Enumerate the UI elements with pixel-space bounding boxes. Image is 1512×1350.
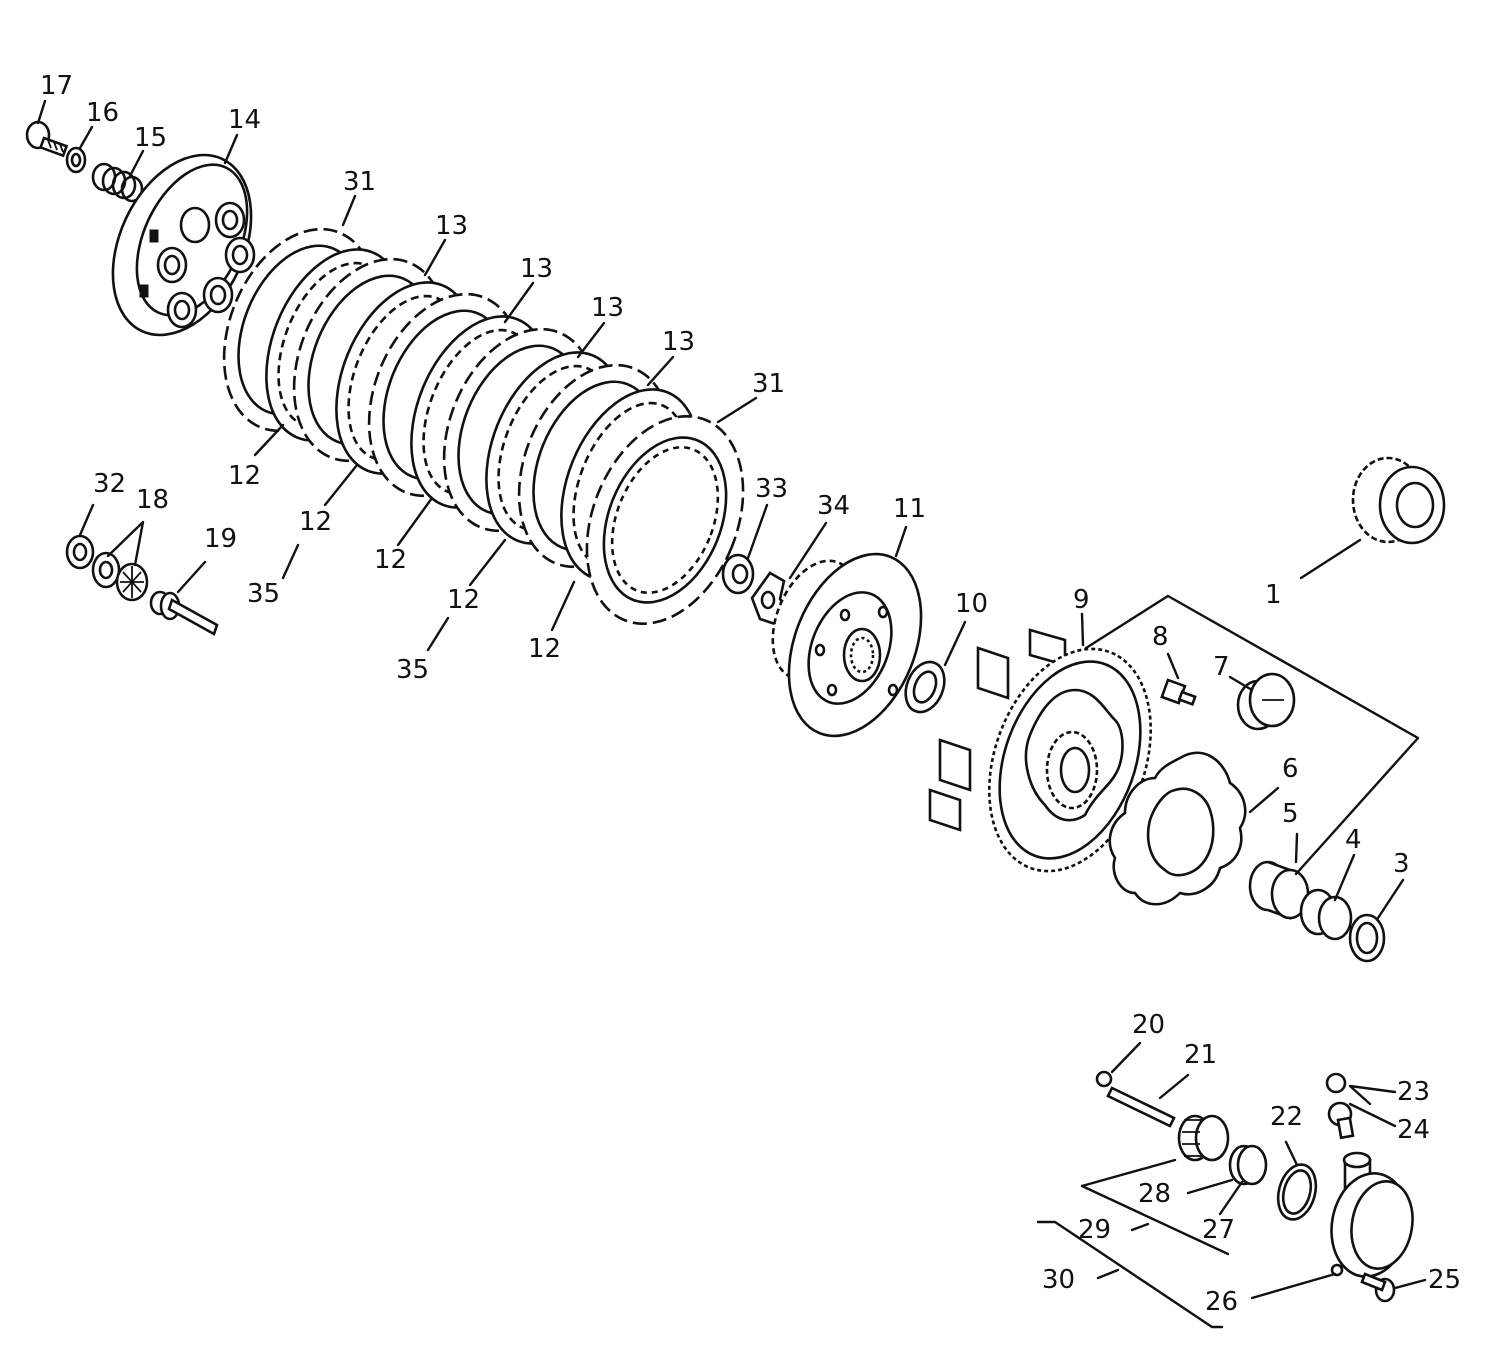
label-18: 18 <box>136 485 169 515</box>
label-19: 19 <box>204 524 237 554</box>
part-24-bleeder-screw <box>1327 1101 1355 1140</box>
part-25-screw <box>1360 1272 1396 1303</box>
label-17: 17 <box>40 71 73 101</box>
label-11: 11 <box>893 494 926 524</box>
label-20: 20 <box>1132 1010 1165 1040</box>
label-16: 16 <box>86 98 119 128</box>
label-31-front: 31 <box>752 369 785 399</box>
label-9: 9 <box>1073 585 1090 615</box>
label-25: 25 <box>1428 1265 1461 1295</box>
part-32-washer <box>65 534 95 570</box>
part-3-washer <box>1348 913 1386 963</box>
part-4-spacer <box>1299 888 1353 941</box>
part-18-bearing-set <box>91 551 149 602</box>
label-1: 1 <box>1265 580 1282 610</box>
part-16-washer <box>65 146 87 174</box>
part-1-primary-gear <box>1351 456 1446 545</box>
part-33-nut <box>721 553 755 595</box>
part-19-pushrod <box>149 590 219 636</box>
label-22: 22 <box>1270 1102 1303 1132</box>
part-26-slave-cylinder <box>1330 1151 1414 1278</box>
label-30: 30 <box>1042 1265 1075 1295</box>
leader-lines <box>36 99 1427 1329</box>
label-3: 3 <box>1393 849 1410 879</box>
label-10: 10 <box>955 589 988 619</box>
label-15: 15 <box>134 123 167 153</box>
label-13-b: 13 <box>520 254 553 284</box>
label-13-a: 13 <box>435 211 468 241</box>
label-29: 29 <box>1078 1215 1111 1245</box>
label-12-c: 12 <box>374 545 407 575</box>
label-13-d: 13 <box>662 327 695 357</box>
label-21: 21 <box>1184 1040 1217 1070</box>
label-35-a: 35 <box>247 579 280 609</box>
label-28: 28 <box>1138 1179 1171 1209</box>
part-7-cam <box>1236 672 1296 731</box>
part-number-labels: 17 16 15 14 31 13 13 13 13 31 12 12 35 1… <box>40 71 1461 1317</box>
label-35-b: 35 <box>396 655 429 685</box>
part-20-ball <box>1095 1070 1113 1088</box>
part-8-screw <box>1160 678 1197 706</box>
label-27: 27 <box>1202 1215 1235 1245</box>
label-13-c: 13 <box>591 293 624 323</box>
label-6: 6 <box>1282 754 1299 784</box>
label-31-back: 31 <box>343 167 376 197</box>
label-12-a: 12 <box>228 461 261 491</box>
part-17-bolt <box>25 120 69 158</box>
label-5: 5 <box>1282 799 1299 829</box>
label-23: 23 <box>1397 1077 1430 1107</box>
part-6-gasket <box>1108 751 1247 906</box>
part-15-spring <box>91 162 144 203</box>
label-8: 8 <box>1152 622 1169 652</box>
label-24: 24 <box>1397 1115 1430 1145</box>
label-14: 14 <box>228 105 261 135</box>
part-28-piston <box>1177 1114 1230 1162</box>
label-33: 33 <box>755 474 788 504</box>
part-23-bleeder <box>1325 1072 1347 1094</box>
part-27-seal <box>1228 1144 1268 1186</box>
label-12-d: 12 <box>447 585 480 615</box>
part-21-rod <box>1106 1086 1176 1128</box>
label-12-e: 12 <box>528 634 561 664</box>
label-7: 7 <box>1213 652 1230 682</box>
part-22-o-ring <box>1276 1163 1318 1221</box>
label-32: 32 <box>93 469 126 499</box>
label-26: 26 <box>1205 1287 1238 1317</box>
part-11-inner-hub <box>771 552 923 738</box>
clutch-plate-stack <box>222 227 745 626</box>
part-9-outer-basket <box>928 628 1153 873</box>
label-4: 4 <box>1345 825 1362 855</box>
label-34: 34 <box>817 491 850 521</box>
part-10-washer <box>904 660 946 714</box>
label-12-b: 12 <box>299 507 332 537</box>
part-14-pressure-plate <box>111 153 256 337</box>
